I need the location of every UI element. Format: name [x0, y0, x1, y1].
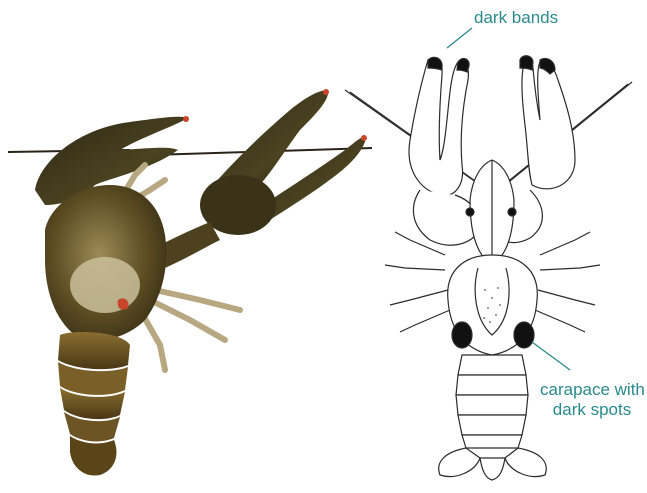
drawing-claw-left — [409, 58, 468, 195]
drawing-tail — [439, 355, 547, 480]
label-carapace-line2: dark spots — [540, 400, 644, 420]
photo-belly — [70, 257, 140, 313]
label-carapace-dark-spots: carapace with dark spots — [540, 380, 644, 420]
drawing-dark-spot-left — [452, 322, 472, 348]
photo-tail — [58, 332, 130, 476]
leader-line-dark-bands — [447, 28, 472, 48]
label-carapace-line1: carapace with — [540, 380, 644, 400]
drawing-dark-spot-right — [514, 322, 534, 348]
label-dark-bands: dark bands — [474, 8, 558, 28]
drawing-claw-right — [522, 58, 575, 189]
leader-line-carapace — [532, 342, 570, 370]
crayfish-photo — [8, 89, 372, 476]
